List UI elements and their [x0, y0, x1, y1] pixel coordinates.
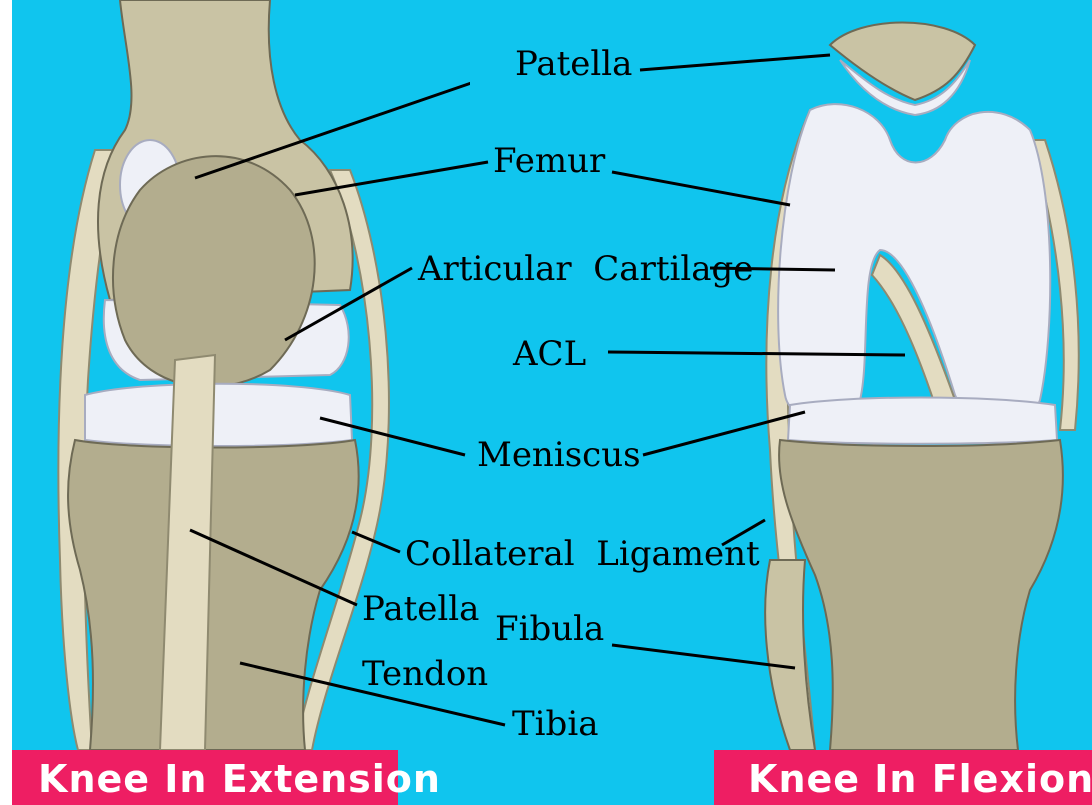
label-fibula: Fibula: [495, 609, 604, 649]
meniscus-flexion: [788, 398, 1057, 444]
label-acl: ACL: [512, 334, 586, 374]
patella-extension: [113, 156, 315, 387]
caption-flexion: Knee In Flexion: [714, 750, 1092, 805]
meniscus-extension: [85, 384, 352, 446]
caption-text-flexion: Knee In Flexion: [748, 757, 1092, 801]
caption-extension: Knee In Extension: [12, 750, 441, 805]
label-meniscus: Meniscus: [477, 435, 641, 475]
label-tibia: Tibia: [512, 704, 598, 744]
label-collateral-ligament: Collateral Ligament: [405, 534, 760, 574]
label-patella-tendon-line1: Patella: [362, 589, 479, 629]
label-articular-cartilage: Articular Cartilage: [417, 249, 753, 289]
label-patella: Patella: [515, 44, 632, 84]
label-patella-tendon-line2: Tendon: [362, 654, 488, 694]
label-femur: Femur: [493, 141, 606, 181]
caption-text-extension: Knee In Extension: [38, 757, 441, 801]
